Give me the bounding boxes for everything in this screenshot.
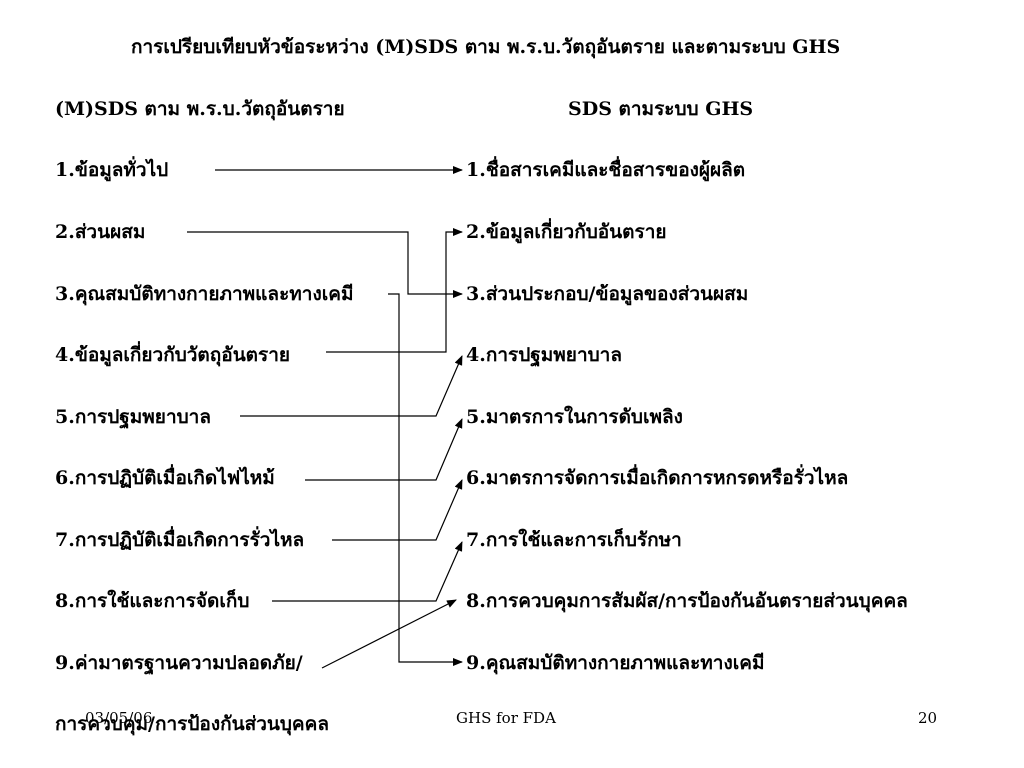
left-column-header: (M)SDS ตาม พ.ร.บ.วัตถุอันตราย	[55, 98, 345, 120]
right-item-2: 2.ข้อมูลเกี่ยวกับอันตราย	[466, 221, 667, 243]
right-item-1: 1.ชื่อสารเคมีและชื่อสารของผู้ผลิต	[466, 159, 746, 181]
arrow-2-to-3	[187, 231, 463, 298]
left-item-9-continuation: การควบคุม/การป้องกันส่วนบุคคล	[55, 713, 329, 735]
left-item-7: 7.การปฏิบัติเมื่อเกิดการรั่วไหล	[55, 529, 305, 551]
slide-title: การเปรียบเทียบหัวข้อระหว่าง (M)SDS ตาม พ…	[131, 36, 841, 58]
arrow-9-to-8	[321, 599, 457, 669]
right-column-header: SDS ตามระบบ GHS	[568, 98, 754, 120]
footer-date: 03/05/06	[85, 709, 153, 727]
left-item-8: 8.การใช้และการจัดเก็บ	[55, 590, 250, 612]
arrow-6-to-5	[305, 418, 463, 481]
footer-title: GHS for FDA	[456, 709, 556, 727]
left-item-5: 5.การปฐมพยาบาล	[55, 406, 211, 428]
left-item-1: 1.ข้อมูลทั่วไป	[55, 159, 169, 181]
arrow-7-to-6	[332, 479, 463, 541]
right-item-3: 3.ส่วนประกอบ/ข้อมูลของส่วนผสม	[466, 283, 749, 305]
right-item-5: 5.มาตรการในการดับเพลิง	[466, 406, 683, 428]
arrow-5-to-4	[240, 355, 463, 417]
left-item-6: 6.การปฏิบัติเมื่อเกิดไฟไหม้	[55, 467, 275, 489]
arrow-4-to-2	[326, 228, 463, 353]
right-item-9: 9.คุณสมบัติทางกายภาพและทางเคมี	[466, 652, 765, 674]
arrow-3-to-9	[388, 293, 463, 666]
left-item-3: 3.คุณสมบัติทางกายภาพและทางเคมี	[55, 283, 354, 305]
page-number: 20	[918, 709, 938, 727]
left-item-9: 9.ค่ามาตรฐานความปลอดภัย/	[55, 652, 303, 674]
arrow-8-to-7	[272, 541, 463, 602]
left-item-4: 4.ข้อมูลเกี่ยวกับวัตถุอันตราย	[55, 344, 291, 366]
right-item-7: 7.การใช้และการเก็บรักษา	[466, 529, 682, 551]
right-item-8: 8.การควบคุมการสัมผัส/การป้องกันอันตรายส่…	[466, 590, 908, 612]
right-item-6: 6.มาตรการจัดการเมื่อเกิดการหกรดหรือรั่วไ…	[466, 467, 849, 489]
left-item-2: 2.ส่วนผสม	[55, 221, 146, 243]
right-item-4: 4.การปฐมพยาบาล	[466, 344, 622, 366]
